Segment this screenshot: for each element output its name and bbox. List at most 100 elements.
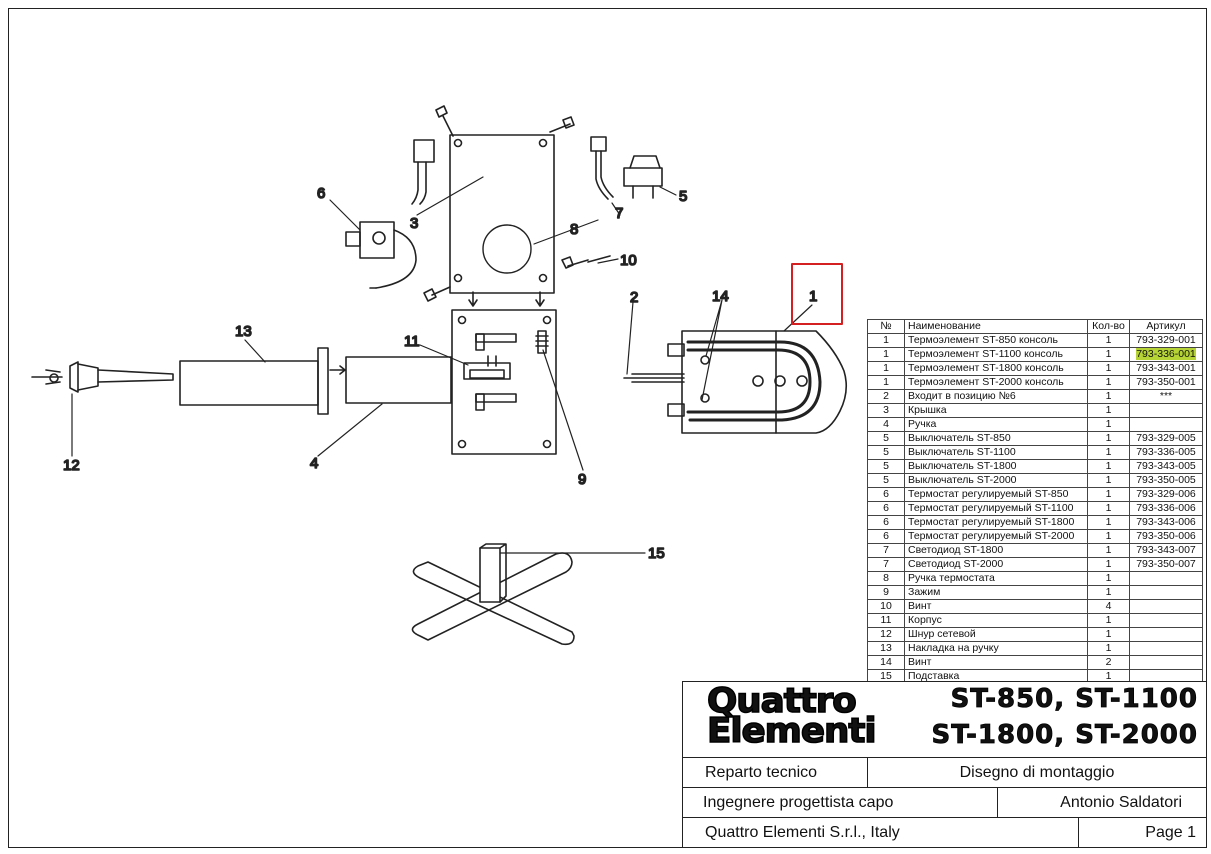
callout-4: 4 xyxy=(310,455,318,472)
cell-no: 6 xyxy=(867,515,905,530)
highlighted-article: 793-336-001 xyxy=(1136,348,1196,361)
cell-qty: 1 xyxy=(1087,487,1130,502)
cell-no: 7 xyxy=(867,557,905,572)
part-lead-left xyxy=(411,139,435,205)
company-cell: Quattro Elementi S.r.l., Italy xyxy=(683,818,1079,848)
cell-qty: 2 xyxy=(1087,655,1130,670)
models-line-2: ST-1800, ST-2000 xyxy=(931,720,1198,751)
cell-article: 793-343-005 xyxy=(1129,459,1203,474)
cell-name: Термостат регулируемый ST-850 xyxy=(904,487,1088,502)
engineer-cell: Antonio Saldatori xyxy=(1060,793,1182,811)
cell-no: 9 xyxy=(867,585,905,600)
title-row-engineer: Ingegnere progettista capo Antonio Salda… xyxy=(683,787,1206,817)
cell-article xyxy=(1129,655,1203,670)
cell-no: 2 xyxy=(867,389,905,404)
cell-article xyxy=(1129,613,1203,628)
cell-no: 13 xyxy=(867,641,905,656)
cell-no: 5 xyxy=(867,473,905,488)
cell-name: Термоэлемент ST-1100 консоль xyxy=(904,347,1088,362)
cell-qty: 1 xyxy=(1087,627,1130,642)
cell-article: *** xyxy=(1129,389,1203,404)
cell-article: 793-343-006 xyxy=(1129,515,1203,530)
role-cell: Ingegnere progettista capo xyxy=(683,788,998,817)
header-article: Артикул xyxy=(1129,319,1203,334)
callout-2: 2 xyxy=(630,289,638,306)
cell-no: 8 xyxy=(867,571,905,586)
models-line-1: ST-850, ST-1100 xyxy=(950,684,1198,715)
callout-12: 12 xyxy=(63,457,80,474)
cell-name: Выключатель ST-2000 xyxy=(904,473,1088,488)
part-3-cover xyxy=(423,105,611,302)
cell-no: 5 xyxy=(867,445,905,460)
parts-table-header: № Наименование Кол-во Артикул xyxy=(867,319,1203,334)
cell-qty: 1 xyxy=(1087,445,1130,460)
callout-15: 15 xyxy=(648,545,665,562)
cell-qty: 1 xyxy=(1087,431,1130,446)
cell-article: 793-350-001 xyxy=(1129,375,1203,390)
cell-no: 1 xyxy=(867,347,905,362)
cell-no: 6 xyxy=(867,529,905,544)
header-qty: Кол-во xyxy=(1087,319,1130,334)
title-block: Quattro Elementi ST-850, ST-1100 ST-1800… xyxy=(682,681,1207,848)
cell-no: 12 xyxy=(867,627,905,642)
callout-3: 3 xyxy=(410,215,418,232)
cell-qty: 1 xyxy=(1087,543,1130,558)
callout-11: 11 xyxy=(404,333,420,350)
cell-name: Термоэлемент ST-850 консоль xyxy=(904,333,1088,348)
cell-article: 793-336-005 xyxy=(1129,445,1203,460)
part-6-thermostat xyxy=(345,221,417,289)
cell-article: 793-350-007 xyxy=(1129,557,1203,572)
cell-no: 1 xyxy=(867,361,905,376)
page-cell: Page 1 xyxy=(1145,824,1196,841)
cell-article xyxy=(1129,571,1203,586)
cell-name: Винт xyxy=(904,599,1088,614)
cell-name: Выключатель ST-1100 xyxy=(904,445,1088,460)
cell-name: Термостат регулируемый ST-2000 xyxy=(904,529,1088,544)
cell-qty: 1 xyxy=(1087,473,1130,488)
cell-no: 11 xyxy=(867,613,905,628)
cell-qty: 1 xyxy=(1087,529,1130,544)
cell-qty: 1 xyxy=(1087,557,1130,572)
cell-article: 793-329-006 xyxy=(1129,487,1203,502)
cell-article: 793-329-001 xyxy=(1129,333,1203,348)
callout-1-highlight-box xyxy=(791,263,843,325)
part-housing-plate xyxy=(451,309,557,455)
callout-1: 1 xyxy=(809,288,817,305)
department-cell: Reparto tecnico xyxy=(683,758,868,787)
cell-article: 793-329-005 xyxy=(1129,431,1203,446)
cell-no: 4 xyxy=(867,417,905,432)
callout-8: 8 xyxy=(570,221,578,238)
cell-article: 793-343-001 xyxy=(1129,361,1203,376)
cell-article: 793-350-006 xyxy=(1129,529,1203,544)
cell-article xyxy=(1129,417,1203,432)
cell-name: Светодиод ST-1800 xyxy=(904,543,1088,558)
cell-name: Шнур сетевой xyxy=(904,627,1088,642)
cell-qty: 1 xyxy=(1087,417,1130,432)
cell-name: Термостат регулируемый ST-1800 xyxy=(904,515,1088,530)
cell-no: 7 xyxy=(867,543,905,558)
logo-line-2: Elementi xyxy=(706,711,877,751)
cell-article: 793-336-006 xyxy=(1129,501,1203,516)
cell-name: Корпус xyxy=(904,613,1088,628)
logo-line-1: Quattro xyxy=(706,681,857,721)
callout-14: 14 xyxy=(712,288,729,305)
cell-no: 6 xyxy=(867,487,905,502)
part-13-handle-cover xyxy=(179,347,329,415)
cell-qty: 1 xyxy=(1087,641,1130,656)
cell-name: Термоэлемент ST-1800 консоль xyxy=(904,361,1088,376)
cell-no: 10 xyxy=(867,599,905,614)
cell-name: Винт xyxy=(904,655,1088,670)
